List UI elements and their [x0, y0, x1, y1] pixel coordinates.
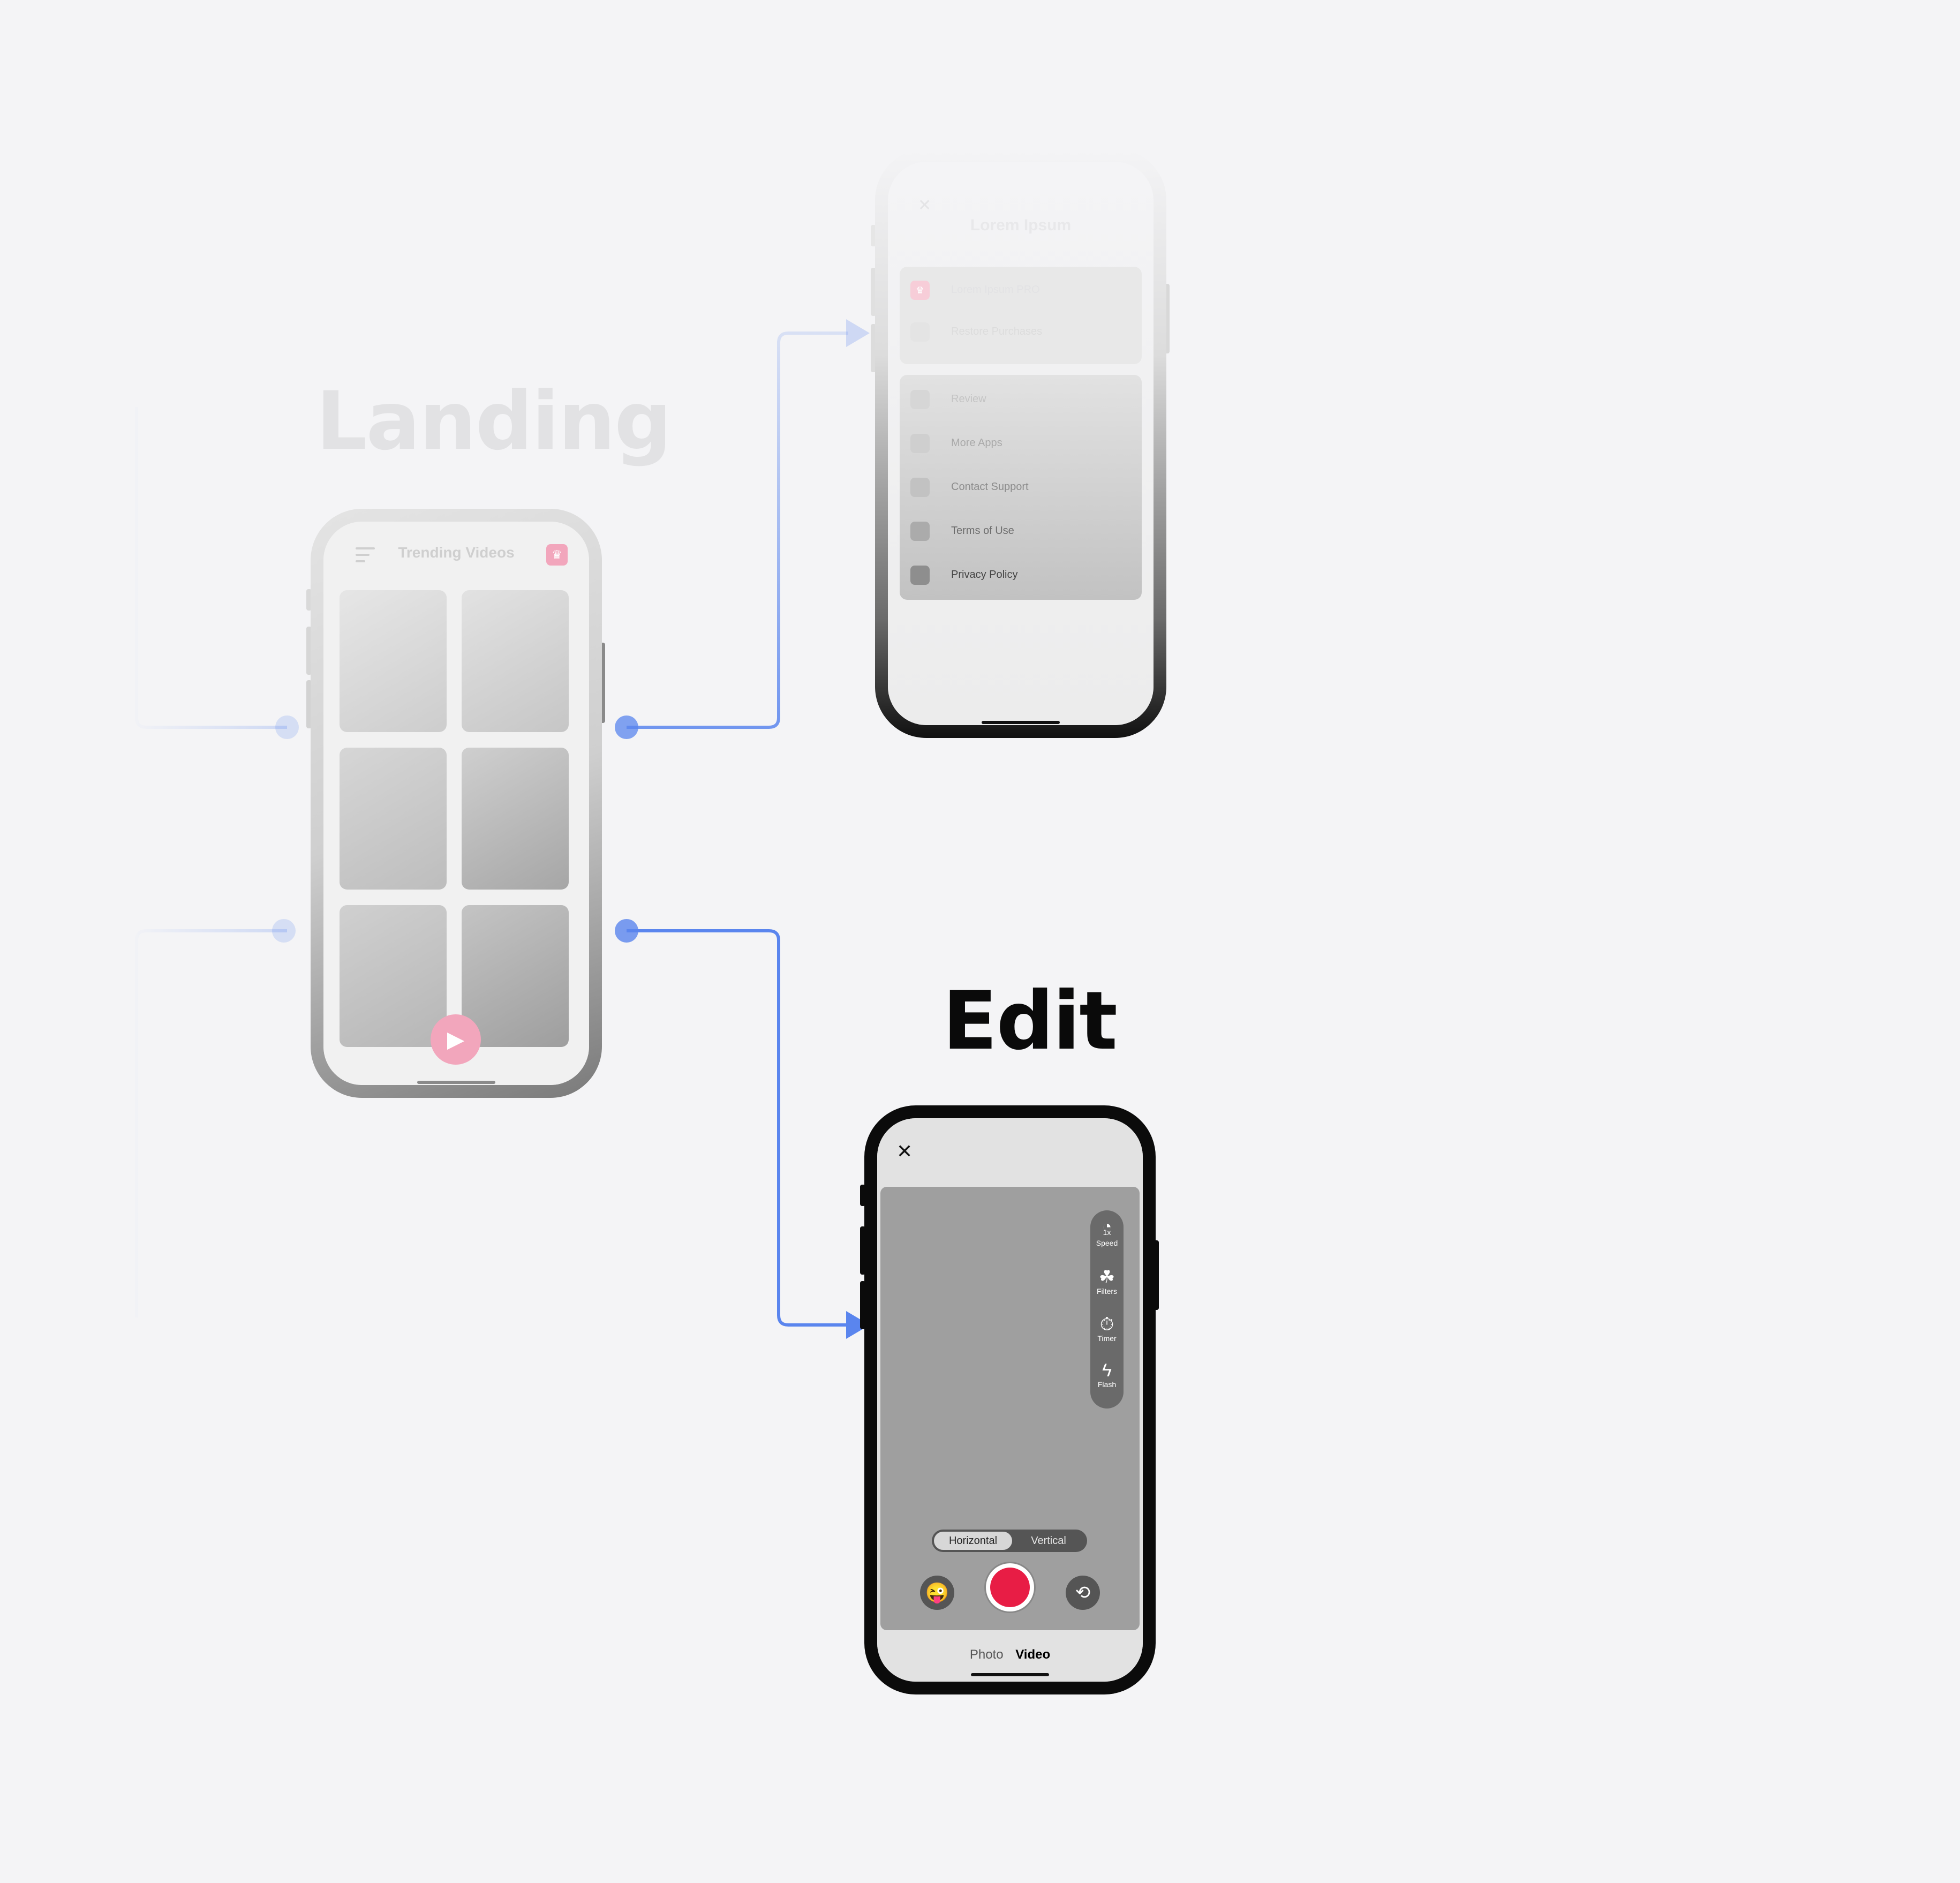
emoji-effects-icon[interactable]: 😜	[920, 1576, 954, 1610]
home-indicator	[971, 1673, 1049, 1676]
settings-item-privacy[interactable]: Privacy Policy	[910, 564, 1131, 586]
tool-speed[interactable]: ◔ 1x Speed	[1090, 1217, 1124, 1247]
incoming-connector-top	[135, 407, 287, 729]
tool-label: Timer	[1097, 1334, 1117, 1343]
settings-group-pro: ♛ Lorem Ipsum PRO Restore Purchases	[900, 267, 1142, 364]
camera-viewfinder[interactable]: ◔ 1x Speed ☘ Filters ⏱ Timer ϟ Flash	[880, 1187, 1140, 1630]
tool-flash[interactable]: ϟ Flash	[1090, 1360, 1124, 1388]
side-button	[871, 324, 876, 372]
record-dot	[990, 1568, 1030, 1607]
landing-screen: Trending Videos ♛ ▶	[323, 522, 589, 1085]
privacy-icon	[910, 566, 930, 585]
tool-speed-value: 1x	[1103, 1228, 1111, 1237]
home-indicator	[982, 721, 1060, 724]
review-icon	[910, 390, 930, 409]
close-icon[interactable]: ✕	[896, 1140, 913, 1162]
flash-icon: ϟ	[1102, 1360, 1112, 1381]
landing-title: Landing	[316, 375, 672, 468]
video-plus-icon[interactable]: ▶	[431, 1014, 481, 1065]
side-button	[306, 627, 312, 675]
settings-item-label: Terms of Use	[951, 525, 1014, 537]
connector-landing-settings	[627, 332, 848, 729]
settings-title: Lorem Ipsum	[970, 216, 1072, 234]
edit-title: Edit	[943, 975, 1118, 1068]
side-button	[306, 680, 312, 728]
settings-group-info: Review More Apps Contact Support Terms o…	[900, 375, 1142, 600]
tool-timer[interactable]: ⏱ Timer	[1090, 1314, 1124, 1342]
mode-photo[interactable]: Photo	[969, 1647, 1004, 1662]
video-card[interactable]	[340, 905, 447, 1047]
close-icon[interactable]: ✕	[918, 197, 932, 214]
terms-icon	[910, 522, 930, 541]
orientation-toggle[interactable]: Horizontal Vertical	[932, 1530, 1087, 1552]
tool-label: Flash	[1097, 1380, 1117, 1389]
crown-icon[interactable]: ♛	[546, 544, 568, 566]
connector-landing-edit	[627, 929, 848, 1327]
incoming-node-top	[275, 715, 299, 739]
settings-item-contact-support[interactable]: Contact Support	[910, 477, 1131, 498]
landing-phone: Trending Videos ♛ ▶	[311, 509, 602, 1098]
settings-item-label: Privacy Policy	[951, 569, 1018, 581]
apps-icon	[910, 434, 930, 453]
support-icon	[910, 478, 930, 497]
flip-camera-icon[interactable]: ⟲	[1066, 1576, 1100, 1610]
settings-item-terms[interactable]: Terms of Use	[910, 521, 1131, 542]
orientation-option-vertical[interactable]: Vertical	[1031, 1535, 1066, 1547]
record-button[interactable]	[984, 1562, 1036, 1613]
side-button	[860, 1226, 865, 1275]
mode-video[interactable]: Video	[1015, 1647, 1051, 1662]
crown-icon: ♛	[910, 281, 930, 300]
incoming-connector-bottom	[135, 929, 287, 1317]
settings-item-pro[interactable]: ♛ Lorem Ipsum PRO	[910, 280, 1131, 301]
arrowhead-edit	[846, 1311, 870, 1339]
menu-icon[interactable]	[356, 547, 375, 567]
edit-phone: ✕ ◔ 1x Speed ☘ Filters ⏱ Timer ϟ F	[864, 1105, 1156, 1694]
side-button	[860, 1281, 865, 1329]
video-card[interactable]	[462, 905, 569, 1047]
settings-item-label: Restore Purchases	[951, 326, 1043, 337]
orientation-option-horizontal[interactable]: Horizontal	[934, 1532, 1012, 1550]
video-card[interactable]	[462, 748, 569, 890]
video-card[interactable]	[462, 590, 569, 732]
side-button	[1164, 284, 1170, 353]
capture-mode-switch: Photo Video	[877, 1647, 1143, 1662]
tool-label: Speed	[1096, 1239, 1118, 1247]
side-button	[1154, 1240, 1159, 1310]
settings-item-restore[interactable]: Restore Purchases	[910, 321, 1131, 343]
side-button	[871, 268, 876, 316]
camera-tools: ◔ 1x Speed ☘ Filters ⏱ Timer ϟ Flash	[1090, 1210, 1124, 1409]
incoming-node-bottom	[272, 919, 296, 943]
settings-screen: ✕ Lorem Ipsum ♛ Lorem Ipsum PRO Restore …	[888, 162, 1154, 725]
settings-item-review[interactable]: Review	[910, 389, 1131, 410]
restore-icon	[910, 322, 930, 342]
landing-header-title: Trending Videos	[398, 544, 515, 561]
tool-filters[interactable]: ☘ Filters	[1090, 1267, 1124, 1295]
speed-icon: ◔	[1102, 1218, 1112, 1236]
settings-item-label: Review	[951, 393, 986, 405]
video-card[interactable]	[340, 748, 447, 890]
tool-label: Filters	[1096, 1287, 1118, 1295]
settings-item-label: Lorem Ipsum PRO	[951, 284, 1040, 296]
video-card[interactable]	[340, 590, 447, 732]
side-button	[306, 589, 312, 611]
filters-icon: ☘	[1098, 1267, 1115, 1287]
side-button	[600, 643, 605, 723]
edit-screen: ✕ ◔ 1x Speed ☘ Filters ⏱ Timer ϟ F	[877, 1118, 1143, 1682]
side-button	[871, 225, 876, 246]
arrowhead-settings	[846, 319, 870, 347]
settings-item-more-apps[interactable]: More Apps	[910, 433, 1131, 454]
settings-item-label: More Apps	[951, 437, 1002, 449]
settings-phone: ✕ Lorem Ipsum ♛ Lorem Ipsum PRO Restore …	[875, 149, 1166, 738]
home-indicator	[417, 1081, 495, 1084]
settings-item-label: Contact Support	[951, 481, 1029, 493]
side-button	[860, 1185, 865, 1206]
timer-icon: ⏱	[1099, 1314, 1114, 1335]
